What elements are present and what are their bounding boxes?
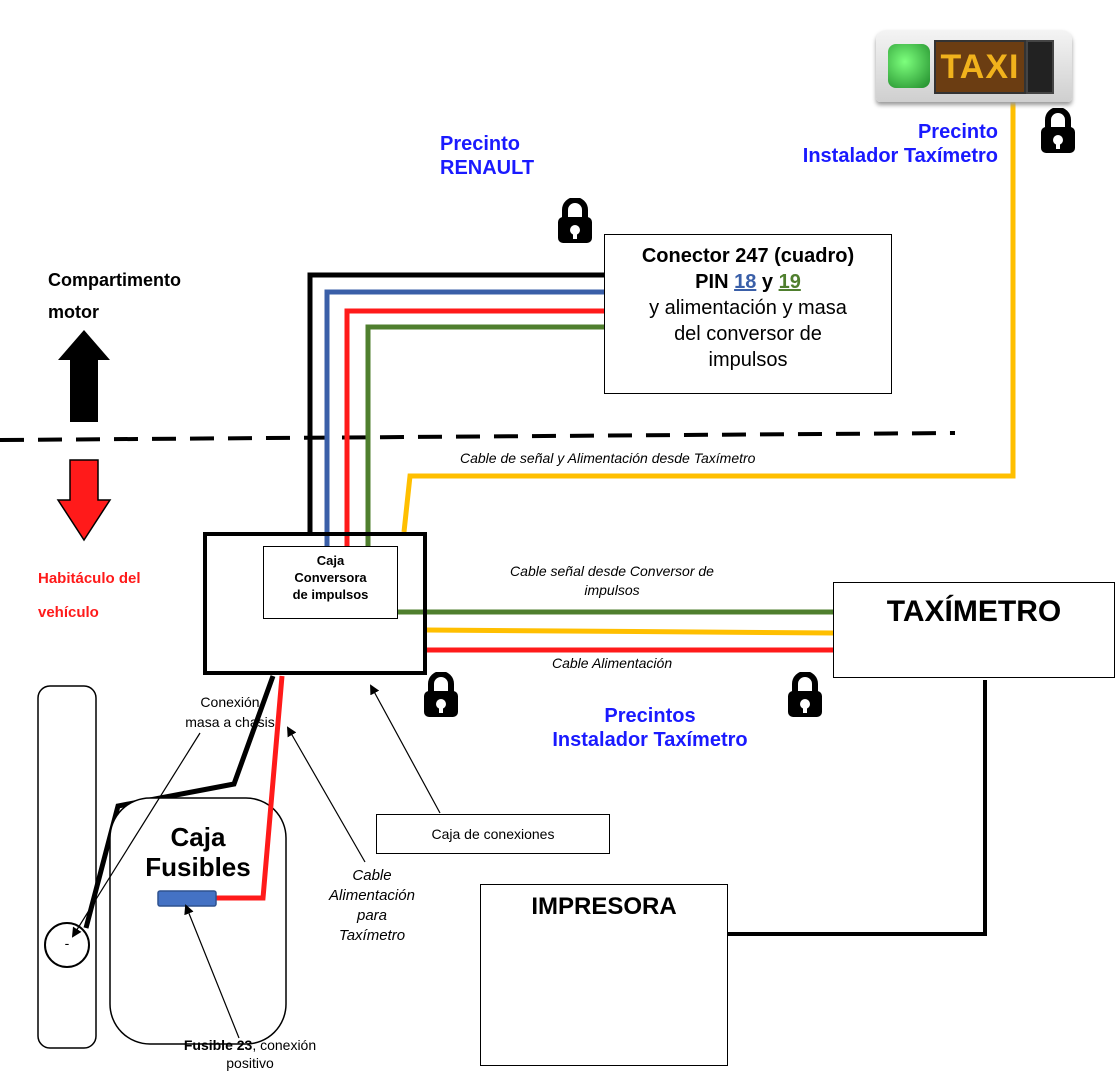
padlock-icon-taxi [1041,108,1075,153]
wire-red-power [216,675,285,901]
precinto-renault-line1: Precinto [440,133,521,155]
wire-black-ground [83,675,276,929]
conector-247-box: Conector 247 (cuadro) PIN 18 y 19 y alim… [604,234,892,394]
conector-desc-line3: impulsos [708,349,788,371]
cable-alim-taximetro-line1: Cable [352,867,392,884]
padlock-icon-renault [558,198,592,243]
conector-desc-line2: del conversor de [674,323,822,345]
caja-conversora-line2: Conversora [294,570,367,585]
caja-fusibles-label: Caja Fusibles [110,822,286,882]
wire-black-connector [307,272,605,535]
cable-alimentacion-label: Cable Alimentación [552,655,673,671]
habitaculo-line1: Habitáculo del [38,570,141,587]
fusible-23-label: Fusible 23, conexión positivo [150,1036,350,1072]
conexion-masa-line2: masa a chasis [185,714,275,730]
fusible-23-line1: Fusible 23, conexión [150,1036,350,1054]
cable-alim-taximetro-line2: Alimentación [329,887,415,904]
taxi-sign-digit [1026,40,1054,94]
cable-alim-taximetro-line4: Taxímetro [338,927,406,944]
taxi-light-green [888,44,930,88]
compartimento-line2: motor [48,302,99,322]
taxi-sign-panel: TAXI [934,40,1026,94]
precinto-instalador-line1: Precinto [917,121,998,143]
fusible-23-rest: , conexión [252,1037,317,1053]
wire-red-connector [344,308,605,546]
wire-yellow-taximetro [426,627,834,636]
padlock-icon-taximetro [788,672,822,717]
conector-pin-prefix: PIN [695,271,735,293]
caja-conversora-line3: de impulsos [292,587,369,602]
wire-blue-connector [324,289,605,546]
conector-desc-line1: y alimentación y masa [649,297,847,319]
fusible-23-line2: positivo [226,1055,274,1071]
precinto-renault-label: Precinto RENAULT [440,132,600,180]
arrow-fusible [184,904,240,1039]
habitaculo-line2: vehículo [38,604,99,621]
battery-column [37,685,97,1049]
precintos-line1: Precintos [604,705,696,727]
conector-pin-join: y [756,271,779,293]
caja-conversora-box: Caja Conversora de impulsos [263,546,398,619]
caja-conexiones-callout: Caja de conexiones [376,814,610,854]
taxi-sign: TAXI [876,20,1072,102]
habitaculo-label: Habitáculo del vehículo [38,562,141,630]
arrow-down-icon [56,459,112,542]
conector-pin-line: PIN 18 y 19 [605,269,891,295]
taximetro-label: TAXÍMETRO [886,595,1062,628]
taximetro-box: TAXÍMETRO [833,582,1115,678]
fuse-box-outline [109,797,287,1045]
cable-senal-conversor-line1: Cable señal desde Conversor de [510,563,714,579]
fuse-23 [157,890,217,907]
cable-senal-conversor-line2: impulsos [584,582,640,598]
impresora-label: IMPRESORA [531,893,677,920]
cable-alim-taximetro-label: Cable Alimentación para Taxímetro [322,866,422,946]
conector-pin-18: 18 [734,271,757,293]
compartimento-line1: Compartimento [48,270,182,290]
caja-conexiones-text: Caja de conexiones [431,826,555,842]
battery-negative-symbol: - [64,935,70,951]
cable-senal-alimentacion-label: Cable de señal y Alimentación desde Taxí… [460,450,756,466]
fusible-23-bold: Fusible 23 [183,1037,253,1053]
compartment-divider-line [0,431,956,442]
wire-black-impresora [728,680,987,936]
precinto-renault-line2: RENAULT [440,157,535,179]
arrow-caja-conexiones [370,684,441,814]
padlock-icon-box [424,672,458,717]
impresora-box: IMPRESORA [480,884,728,1066]
precintos-instalador-label: Precintos Instalador Taxímetro [490,704,810,752]
cable-alim-taximetro-line3: para [356,907,388,924]
cable-senal-conversor-label: Cable señal desde Conversor de impulsos [462,562,762,600]
conector-pin-19: 19 [778,271,801,293]
conexion-masa-label: Conexión masa a chasis [160,692,300,732]
arrow-up-icon [58,330,110,422]
caja-fusibles-line2: Fusibles [145,852,251,882]
precinto-instalador-line2: Instalador Taxímetro [802,145,998,167]
caja-conexiones-box [203,532,427,675]
compartimento-motor-label: Compartimento motor [48,264,181,328]
taxi-sign-text: TAXI [940,47,1020,86]
conector-title: Conector 247 (cuadro) [641,245,855,267]
wire-green-connector [365,324,605,546]
caja-fusibles-line1: Caja [170,822,226,852]
conexion-masa-line1: Conexión [200,694,260,710]
caja-conversora-line1: Caja [316,553,345,568]
precinto-instalador-label: Precinto Instalador Taxímetro [758,120,998,168]
arrow-cable-alimentacion [287,726,366,863]
precintos-line2: Instalador Taxímetro [552,729,748,751]
wire-yellow-taxi [401,100,1016,533]
arrow-conexion-masa [71,732,201,938]
